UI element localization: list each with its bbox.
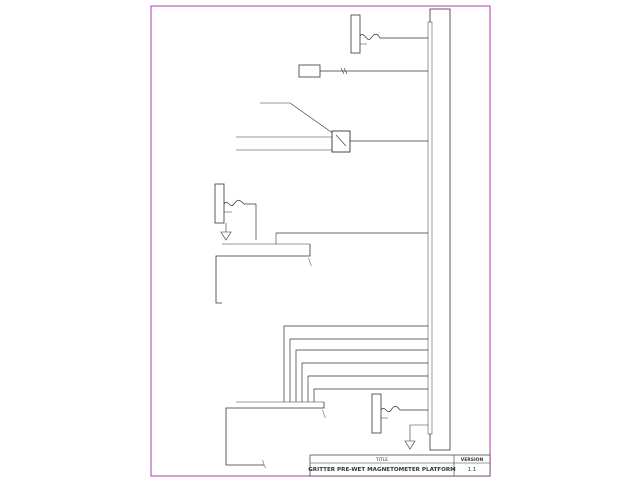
title-label: TITLE bbox=[375, 457, 388, 463]
top-connector-group bbox=[350, 14, 428, 54]
controller-body bbox=[429, 8, 451, 451]
bus-wire-6 bbox=[313, 388, 428, 402]
small-box-group bbox=[298, 64, 428, 78]
lower-module-group bbox=[215, 232, 428, 304]
signal-bus bbox=[283, 325, 428, 402]
switch-input-diagonal bbox=[289, 102, 335, 135]
lower-module-body bbox=[215, 244, 311, 304]
bottom-module-group bbox=[225, 401, 327, 469]
mid-connector-group bbox=[214, 183, 257, 241]
bottom-connector-group bbox=[371, 393, 428, 450]
switch-group bbox=[236, 102, 428, 153]
bus-wire-2 bbox=[289, 338, 428, 402]
bus-wire-5 bbox=[307, 375, 428, 402]
controller-connector-strip bbox=[427, 21, 433, 435]
bus-wire-1 bbox=[283, 325, 428, 402]
ground-symbol-bottom bbox=[404, 440, 416, 450]
bottom-ground-wire bbox=[409, 424, 428, 441]
bottom-cable bbox=[380, 405, 428, 413]
version-label: VERSION bbox=[461, 457, 484, 463]
small-box bbox=[298, 64, 321, 78]
mid-cable bbox=[223, 199, 257, 240]
switch-contact bbox=[335, 134, 347, 147]
switch-relay-box bbox=[331, 130, 351, 153]
diagram-title: GRITTER PRE-WET MAGNETOMETER PLATFORM bbox=[308, 467, 456, 473]
bus-wire-3 bbox=[295, 349, 428, 402]
ground-symbol-mid bbox=[220, 231, 232, 241]
small-box-wire-break bbox=[340, 67, 348, 75]
controller-block bbox=[427, 8, 451, 451]
bottom-connector bbox=[371, 393, 382, 434]
version-number: 1.1 bbox=[468, 467, 477, 473]
top-cable bbox=[359, 33, 428, 40]
bottom-module-body bbox=[225, 402, 325, 466]
bottom-module-break-2 bbox=[261, 459, 267, 469]
bus-wire-4 bbox=[301, 362, 428, 402]
title-block: TITLE GRITTER PRE-WET MAGNETOMETER PLATF… bbox=[308, 454, 491, 477]
mid-connector bbox=[214, 183, 225, 224]
bottom-module-break-1 bbox=[321, 409, 327, 419]
title-block-frame bbox=[309, 454, 491, 477]
top-connector bbox=[350, 14, 361, 54]
lower-module-break bbox=[307, 257, 313, 267]
